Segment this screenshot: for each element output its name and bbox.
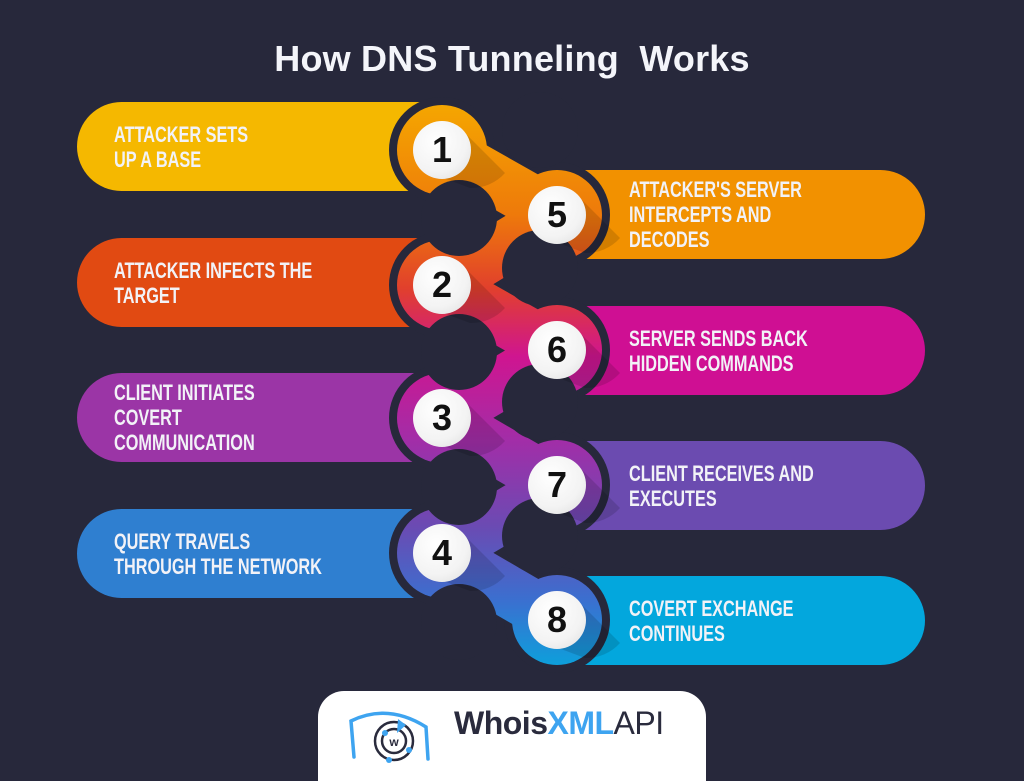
step-8-number: 8: [528, 591, 586, 649]
step-3-number: 3: [413, 389, 471, 447]
step-4-number: 4: [413, 524, 471, 582]
page-title: How DNS Tunneling Works: [274, 38, 750, 79]
step-2-number: 2: [413, 256, 471, 314]
step-6-number: 6: [528, 321, 586, 379]
step-7-number: 7: [528, 456, 586, 514]
svg-text:w: w: [388, 735, 399, 749]
whoisxmlapi-logo-text: WhoisXMLAPI: [454, 705, 664, 741]
chain-cutouts: [421, 92, 578, 660]
logo-card: w WhoisXMLAPI: [318, 691, 706, 781]
step-5-number: 5: [528, 186, 586, 244]
step-1-number: 1: [413, 121, 471, 179]
whoisxmlapi-radar-icon: w: [349, 711, 430, 763]
